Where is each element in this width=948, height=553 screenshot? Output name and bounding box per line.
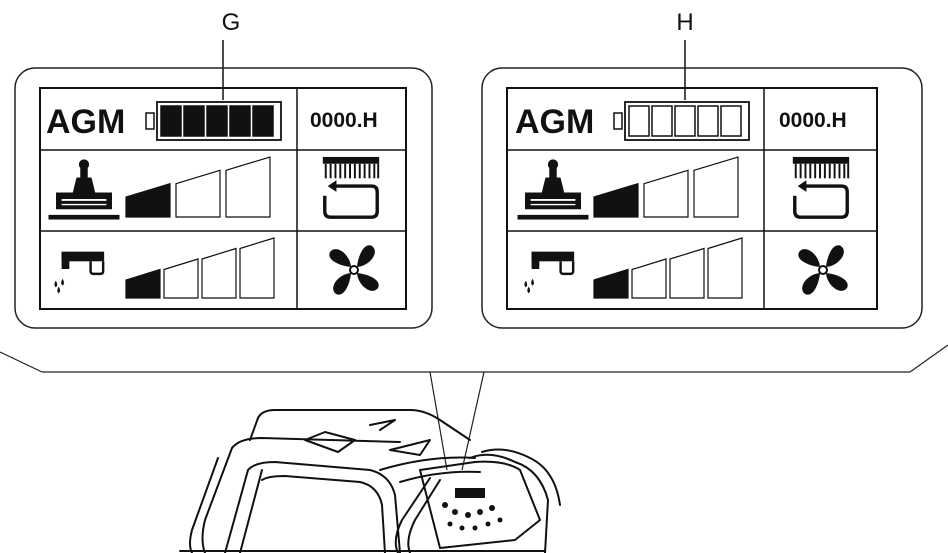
hour-meter: 0000.H [779,109,847,132]
level-segment [239,237,275,299]
level-segment [707,237,743,299]
water-flow-level [125,237,275,299]
display-frame-h [481,67,923,329]
battery-indicator [145,101,282,141]
brush-icon [791,155,851,219]
battery-segment [229,105,251,137]
battery-segment [628,105,650,137]
brush-pressure-icon [47,158,121,221]
battery-segment [206,105,228,137]
lcd-display-g: AGM 0000.H [39,87,407,310]
battery-segment [697,105,719,137]
level-segment [125,268,161,299]
battery-segment [160,105,182,137]
level-segment [631,258,667,299]
battery-type-label: AGM [46,103,125,141]
machine-illustration [179,409,561,553]
vacuum-fan-icon [328,244,380,296]
callout-label-g: G [222,9,241,36]
battery-segment [674,105,696,137]
callout-label-h: H [676,9,693,36]
battery-segment [252,105,274,137]
brush-pressure-level [593,156,739,218]
water-flow-level [593,237,743,299]
level-segment [593,268,629,299]
level-segment [643,169,689,218]
level-segment [693,156,739,218]
battery-segment [651,105,673,137]
level-segment [175,169,221,218]
water-flow-icon [523,250,576,295]
level-segment [125,182,171,218]
battery-indicator [613,101,750,141]
level-segment [201,247,237,299]
level-segment [593,182,639,218]
level-segment [669,247,705,299]
battery-segment [183,105,205,137]
lcd-display-h: AGM 0000.H [506,87,878,310]
brush-pressure-level [125,156,271,218]
projection-lines [0,344,948,471]
vacuum-fan-icon [797,244,849,296]
brush-icon [321,155,381,219]
water-flow-icon [53,250,106,295]
battery-type-label: AGM [515,103,594,141]
callout-h: H AGM 0000.H [481,9,923,329]
callout-g: G AGM 0000.H [14,9,433,329]
hour-meter: 0000.H [310,109,378,132]
display-frame-g [14,67,433,329]
level-segment [225,156,271,218]
brush-pressure-icon [516,158,590,221]
battery-segment [720,105,742,137]
level-segment [163,258,199,299]
